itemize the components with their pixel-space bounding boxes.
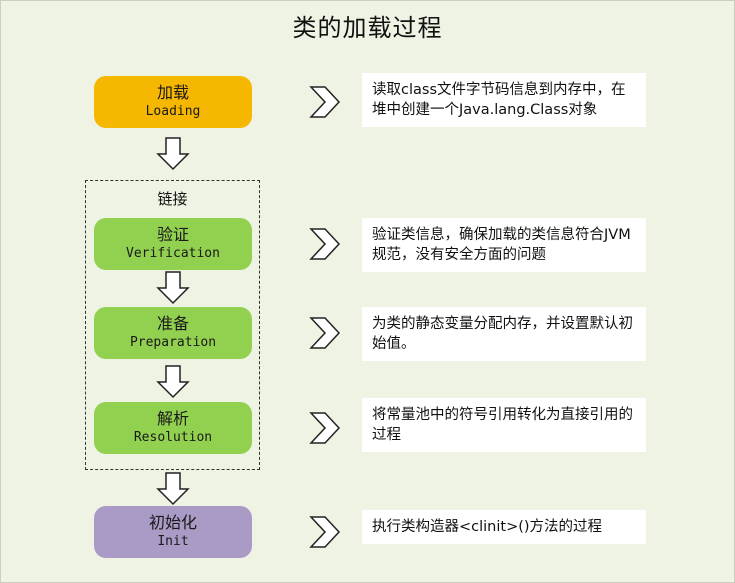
down-arrow-icon [156,472,190,506]
down-arrow-icon [156,271,190,305]
description-resolution: 将常量池中的符号引用转化为直接引用的过程 [362,398,646,452]
stage-cn-label: 初始化 [148,513,197,532]
description-loading: 读取class文件字节码信息到内存中，在堆中创建一个Java.lang.Clas… [362,73,646,127]
description-preparation: 为类的静态变量分配内存，并设置默认初始值。 [362,307,646,361]
chevron-right-icon [309,86,341,118]
linking-group-label: 链接 [157,190,188,208]
stage-cn-label: 准备 [156,314,189,333]
stage-init: 初始化 Init [94,506,252,558]
description-verification: 验证类信息，确保加载的类信息符合JVM规范，没有安全方面的问题 [362,218,646,272]
chevron-right-icon [309,412,341,444]
stage-verification: 验证 Verification [94,218,252,270]
diagram-title: 类的加载过程 [292,14,443,42]
description-init: 执行类构造器<clinit>()方法的过程 [362,510,646,544]
stage-en-label: Resolution [133,430,213,445]
stage-cn-label: 解析 [156,409,189,428]
chevron-right-icon [309,317,341,349]
stage-cn-label: 验证 [156,225,189,244]
stage-en-label: Init [157,534,189,549]
stage-cn-label: 加载 [156,83,189,102]
stage-en-label: Loading [145,104,201,119]
stage-en-label: Verification [126,246,220,261]
down-arrow-icon [156,365,190,399]
chevron-right-icon [309,516,341,548]
stage-preparation: 准备 Preparation [94,307,252,359]
chevron-right-icon [309,228,341,260]
stage-loading: 加载 Loading [94,76,252,128]
linking-group-box [85,180,260,470]
stage-resolution: 解析 Resolution [94,402,252,454]
stage-en-label: Preparation [129,335,217,350]
down-arrow-icon [156,137,190,171]
